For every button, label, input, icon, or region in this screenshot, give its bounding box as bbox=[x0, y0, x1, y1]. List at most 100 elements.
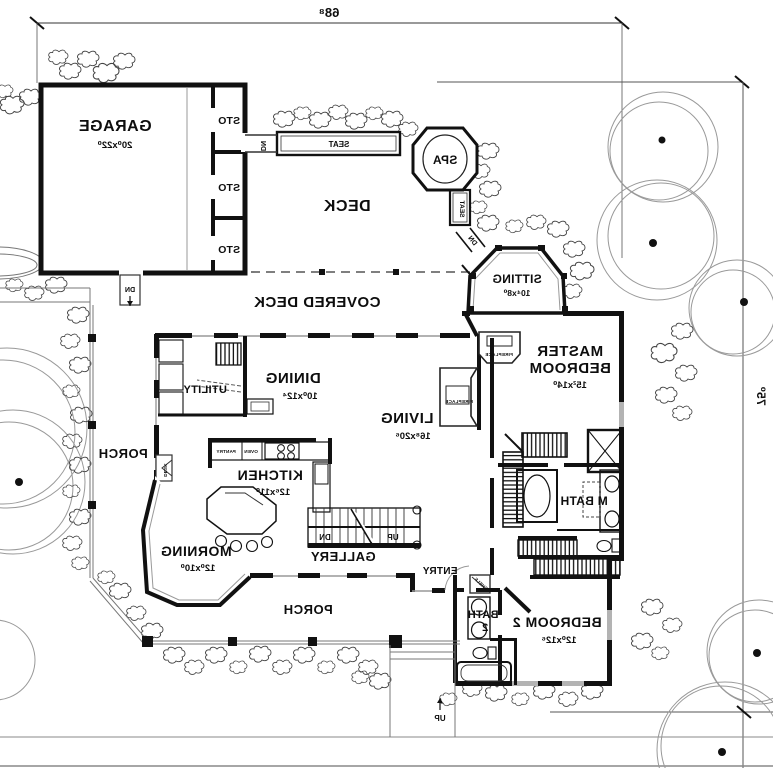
morning-dims: 12⁰x10⁰ bbox=[181, 563, 216, 574]
bath2-label-2: 2 bbox=[482, 622, 488, 634]
sitting-bay bbox=[466, 245, 568, 315]
side-porch-label: PORCH bbox=[98, 446, 147, 461]
bedroom2-dims: 12⁰x12⁶ bbox=[542, 635, 577, 646]
master-bedroom-label-1: MASTER bbox=[537, 343, 603, 360]
bush-icon bbox=[309, 111, 332, 129]
bush-icon bbox=[62, 484, 81, 499]
bush-icon bbox=[109, 582, 132, 600]
oven-label: OVEN bbox=[244, 449, 258, 454]
entry-up-label: UP bbox=[434, 714, 446, 723]
bush-icon bbox=[205, 646, 228, 664]
kitchen-label: KITCHEN bbox=[237, 467, 303, 483]
bush-icon bbox=[184, 659, 205, 675]
spa-label: SPA bbox=[433, 153, 458, 167]
bush-icon bbox=[126, 605, 147, 621]
master-suite bbox=[490, 338, 624, 614]
living-fireplace-label: FIREPLACE bbox=[445, 399, 473, 404]
stairs-up-label: UP bbox=[387, 533, 399, 542]
bush-icon bbox=[92, 62, 120, 84]
bush-icon bbox=[558, 691, 579, 707]
storage-label: STO bbox=[218, 244, 240, 256]
storage-label: STO bbox=[218, 115, 240, 127]
spa-steps-dn-label: DN bbox=[466, 235, 478, 247]
bush-icon bbox=[675, 364, 698, 382]
entry-label: ENTRY bbox=[422, 566, 457, 577]
bush-icon bbox=[293, 106, 312, 121]
bush-icon bbox=[369, 672, 392, 690]
sitting-label: SITTING bbox=[492, 272, 541, 286]
deck-area bbox=[245, 126, 486, 280]
master-bedroom-label-2: BEDROOM bbox=[529, 360, 611, 377]
living-dims: 16⁸x20⁶ bbox=[395, 431, 430, 442]
deck-seat-label: SEAT bbox=[329, 140, 350, 149]
bush-icon bbox=[249, 645, 272, 663]
kitchen-dims: 12⁶x11⁰ bbox=[256, 487, 290, 498]
covered-deck-label: COVERED DECK bbox=[254, 294, 381, 311]
bush-icon bbox=[650, 342, 678, 364]
tree-icon bbox=[0, 619, 36, 701]
bush-icon bbox=[59, 62, 82, 80]
trees bbox=[0, 91, 773, 768]
bush-icon bbox=[60, 333, 81, 349]
garage-dn-label: DN bbox=[125, 287, 135, 294]
bush-icon bbox=[229, 660, 248, 675]
bush-icon bbox=[317, 660, 336, 675]
bush-icon bbox=[67, 306, 90, 324]
bush-icon bbox=[5, 278, 24, 293]
master-bath-label: M BATH bbox=[560, 494, 608, 508]
bush-icon bbox=[479, 180, 502, 198]
morning-label: MORNING bbox=[160, 543, 231, 559]
desk-label: DESK bbox=[163, 463, 168, 477]
bush-icon bbox=[672, 405, 693, 421]
deck-walk-dn-label: DN bbox=[259, 141, 266, 151]
bush-icon bbox=[365, 106, 384, 121]
bush-icon bbox=[351, 670, 370, 685]
bush-icon bbox=[655, 386, 678, 404]
bush-icon bbox=[505, 219, 524, 234]
bedroom2-bath2 bbox=[455, 588, 517, 685]
bush-icon bbox=[0, 84, 14, 99]
stairs bbox=[307, 505, 422, 550]
bath2-label-1: BATH bbox=[468, 609, 499, 621]
tree-icon bbox=[656, 681, 773, 768]
gallery-label: GALLERY bbox=[310, 549, 375, 564]
master-bedroom-dims: 15²x14⁰ bbox=[553, 380, 587, 391]
room-labels: GARAGE 20⁰x22⁰ STO STO STO DECK SEAT SPA… bbox=[78, 115, 611, 723]
utility-label: UTILITY bbox=[183, 384, 227, 396]
dining-label: DINING bbox=[265, 370, 321, 387]
bush-icon bbox=[273, 110, 296, 128]
bush-icon bbox=[45, 276, 68, 294]
bush-icon bbox=[19, 88, 42, 106]
garage-label: GARAGE bbox=[78, 118, 151, 135]
bush-icon bbox=[337, 646, 360, 664]
tree-icon bbox=[688, 259, 773, 357]
bush-icon bbox=[71, 556, 90, 571]
bush-icon bbox=[97, 570, 116, 585]
bush-icon bbox=[398, 121, 419, 137]
garage-block bbox=[38, 82, 248, 306]
storage-label: STO bbox=[218, 182, 240, 194]
bush-icon bbox=[163, 646, 186, 664]
tree-icon bbox=[596, 179, 718, 301]
tree-icon bbox=[706, 599, 773, 705]
bush-icon bbox=[345, 112, 368, 130]
bush-icon bbox=[77, 50, 100, 68]
lot-depth-dimension: 75⁰ bbox=[754, 386, 768, 406]
porches bbox=[0, 287, 460, 737]
bush-icon bbox=[651, 646, 670, 661]
bush-icon bbox=[511, 692, 530, 707]
bush-icon bbox=[631, 632, 654, 650]
bush-icon bbox=[439, 692, 458, 707]
site-lines bbox=[0, 16, 773, 768]
tree-icon bbox=[0, 409, 86, 555]
bush-icon bbox=[662, 617, 683, 633]
dining-dims: 10⁰x12⁴ bbox=[282, 391, 318, 402]
lot-width-dimension: 68⁸ bbox=[319, 5, 340, 20]
stairs-dn-label: DN bbox=[319, 533, 331, 542]
kitchen-morning bbox=[206, 438, 332, 553]
tree-icon bbox=[0, 246, 44, 280]
deck-label: DECK bbox=[323, 198, 370, 215]
bush-icon bbox=[547, 220, 570, 238]
